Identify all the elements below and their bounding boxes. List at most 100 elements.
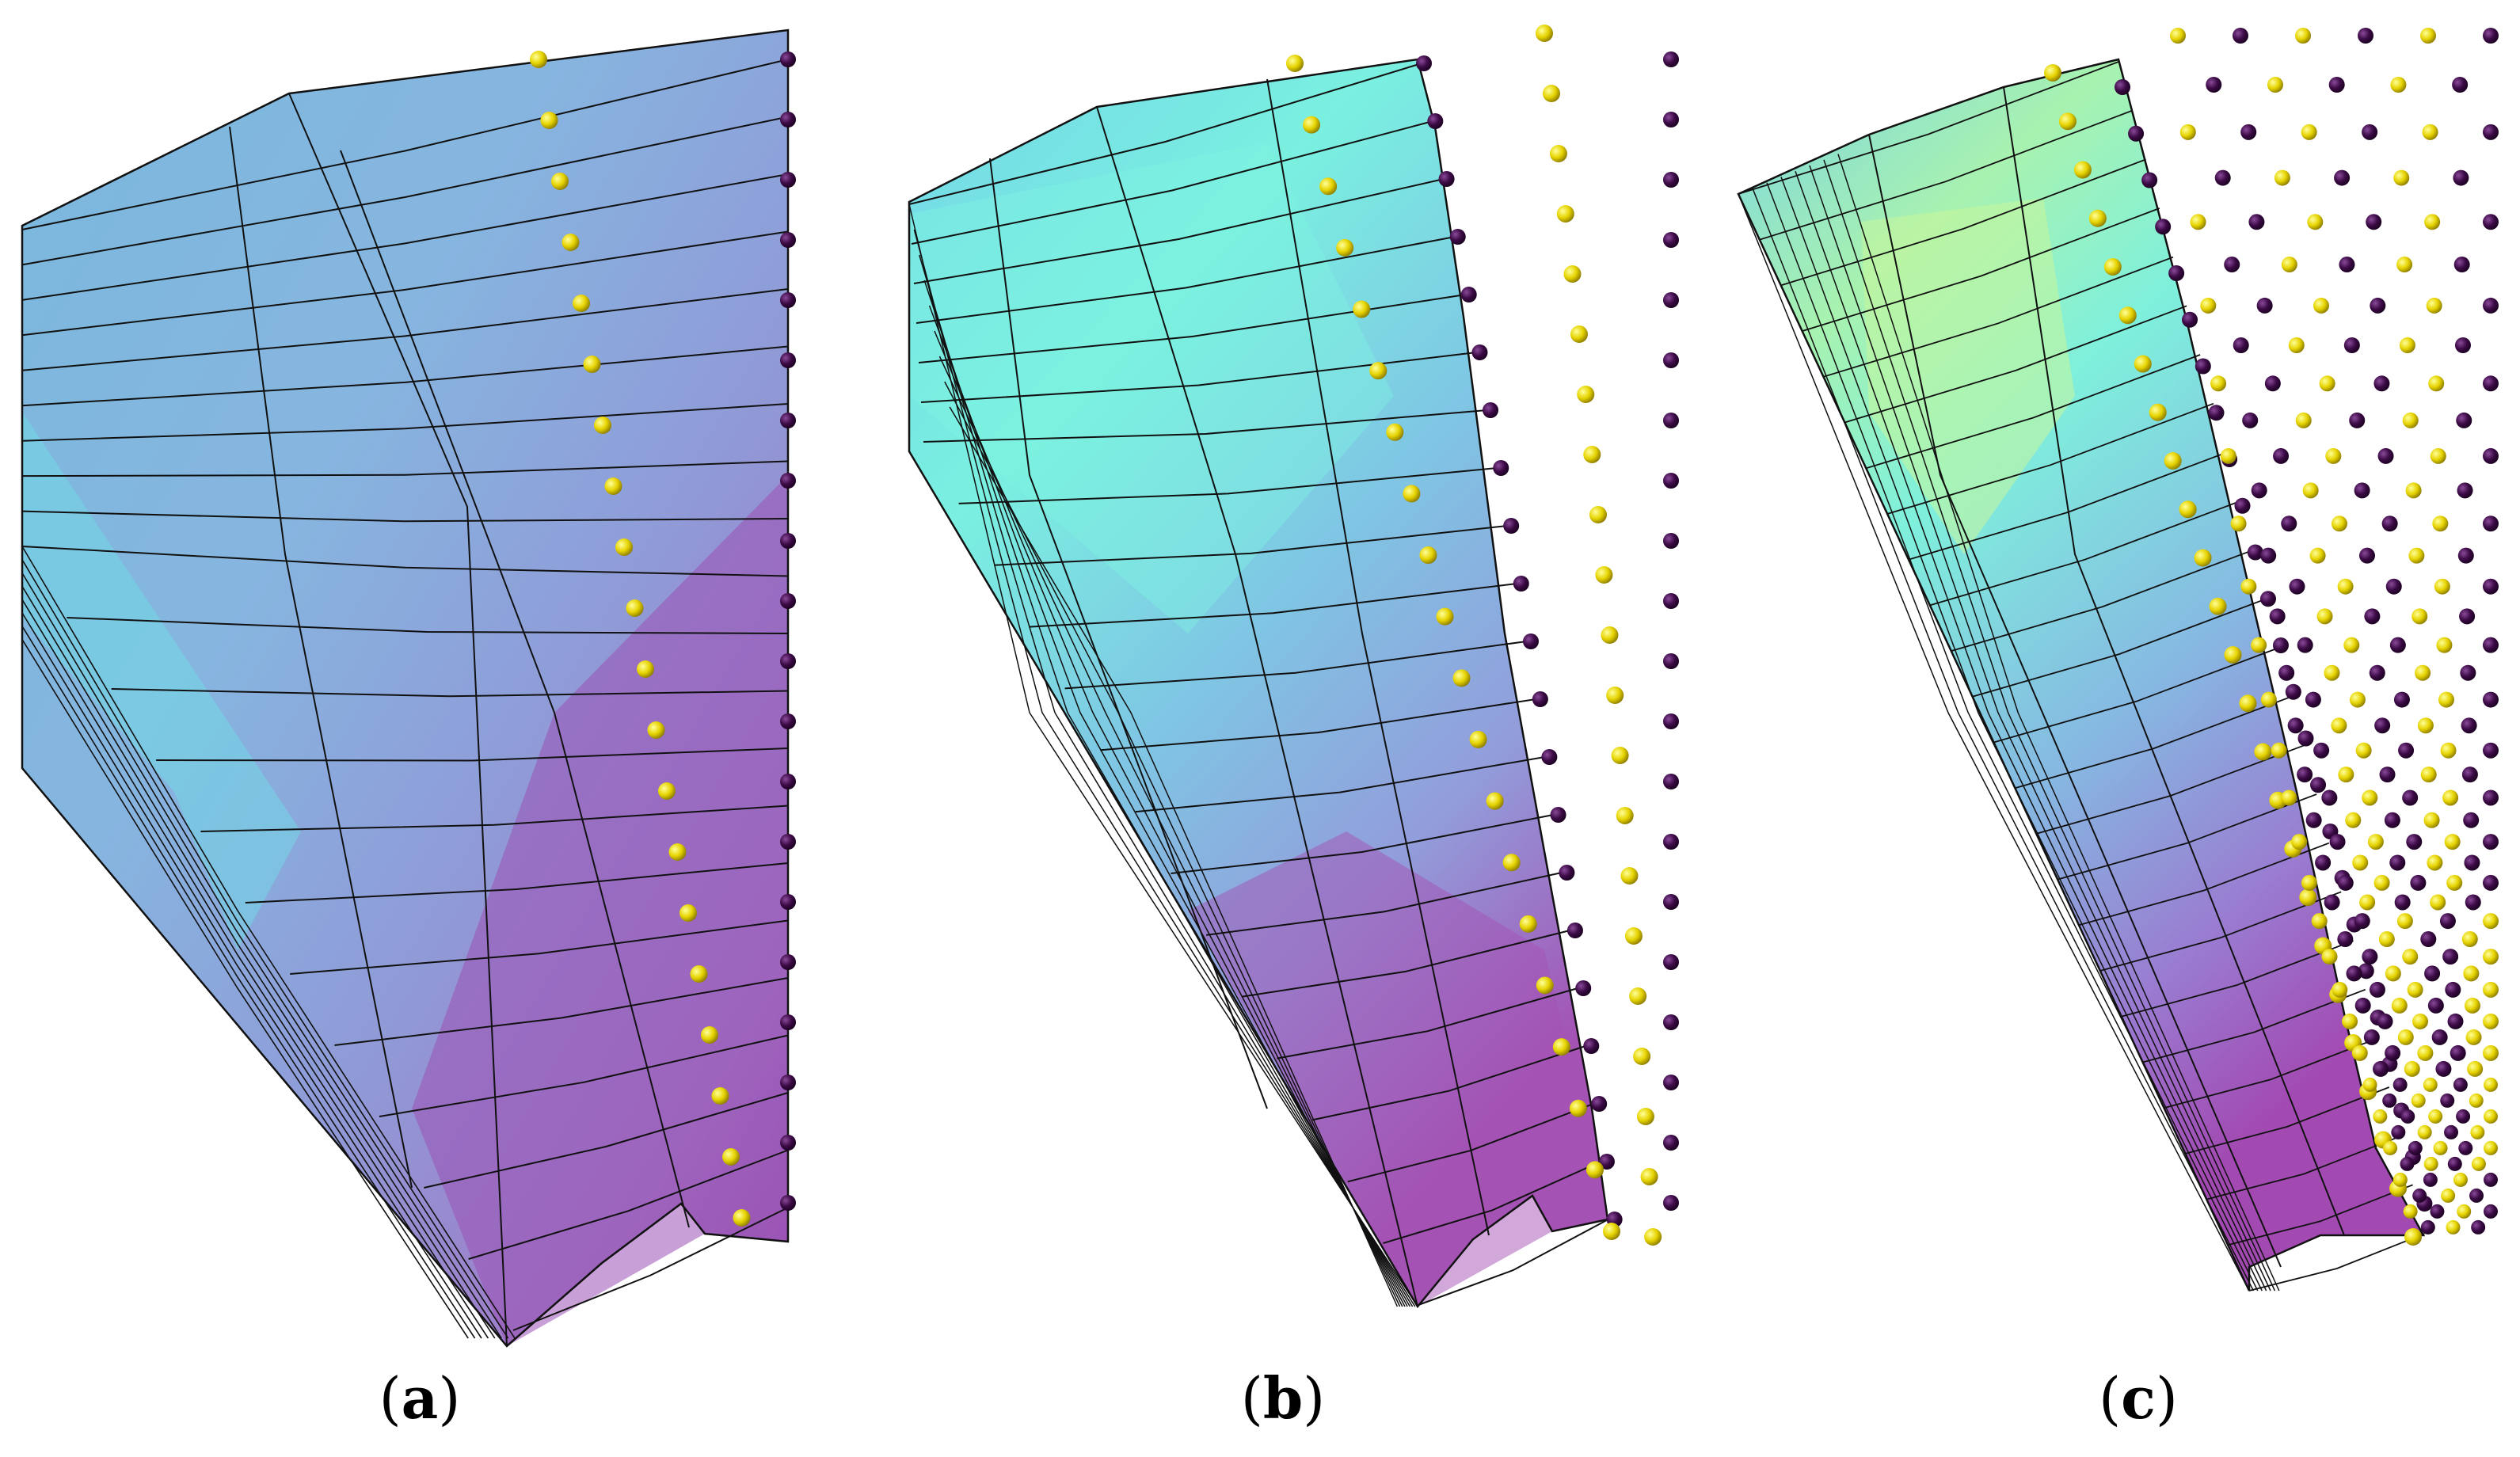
yellow-node bbox=[2430, 447, 2446, 464]
yellow-node bbox=[2423, 1156, 2438, 1171]
purple-node bbox=[2370, 297, 2386, 314]
mesh-band-line bbox=[1795, 170, 2267, 1292]
purple-node bbox=[2379, 767, 2396, 783]
mesh-line bbox=[2057, 793, 2317, 881]
yellow-node bbox=[2271, 742, 2287, 759]
yellow-node bbox=[2396, 257, 2413, 273]
purple-node bbox=[2483, 447, 2499, 464]
yellow-node bbox=[2417, 1044, 2434, 1061]
yellow-node bbox=[2295, 28, 2311, 44]
purple-node bbox=[780, 172, 796, 188]
purple-node bbox=[2400, 1156, 2415, 1171]
yellow-node bbox=[551, 173, 569, 190]
mesh-band-line bbox=[1823, 159, 2276, 1292]
yellow-node bbox=[2230, 515, 2247, 532]
purple-node bbox=[1513, 576, 1529, 592]
yellow-node bbox=[2469, 1093, 2484, 1108]
mesh-band-line bbox=[21, 546, 516, 1339]
purple-node bbox=[2471, 1219, 2486, 1234]
mesh-line bbox=[918, 294, 1466, 363]
mesh-line bbox=[468, 1149, 789, 1260]
panel-a-label-open: ( bbox=[379, 1365, 402, 1432]
yellow-node bbox=[2338, 767, 2354, 783]
yellow-node bbox=[2331, 515, 2347, 532]
yellow-node bbox=[2426, 297, 2442, 314]
yellow-node bbox=[2471, 1156, 2486, 1171]
yellow-node bbox=[2484, 1077, 2498, 1092]
purple-node bbox=[2398, 742, 2415, 759]
purple-node bbox=[1663, 1135, 1679, 1151]
yellow-node bbox=[2484, 1109, 2498, 1124]
mesh-line bbox=[1100, 698, 1536, 751]
purple-node bbox=[2354, 482, 2370, 499]
mesh-spoke bbox=[1266, 78, 1490, 1236]
purple-node bbox=[2447, 1156, 2462, 1171]
purple-node bbox=[2483, 578, 2499, 595]
yellow-node bbox=[2073, 161, 2092, 179]
purple-node bbox=[2452, 77, 2469, 93]
purple-node bbox=[2483, 375, 2499, 392]
purple-node bbox=[1663, 954, 1679, 970]
mesh-boundary bbox=[1737, 58, 2426, 1292]
yellow-node bbox=[2209, 597, 2227, 615]
yellow-node bbox=[2441, 1188, 2456, 1203]
mesh-line bbox=[21, 403, 789, 442]
purple-node bbox=[2260, 547, 2277, 564]
purple-node bbox=[1663, 894, 1679, 910]
purple-node bbox=[2412, 1188, 2427, 1203]
yellow-node bbox=[2430, 894, 2446, 911]
yellow-node bbox=[1336, 238, 1354, 257]
purple-node bbox=[780, 352, 796, 368]
purple-node bbox=[2463, 812, 2480, 828]
yellow-node bbox=[2390, 77, 2407, 93]
yellow-node bbox=[2239, 694, 2257, 713]
purple-node bbox=[2431, 1029, 2448, 1045]
purple-node bbox=[2461, 767, 2478, 783]
purple-node bbox=[2424, 965, 2441, 982]
purple-node bbox=[2358, 547, 2375, 564]
yellow-node bbox=[658, 782, 676, 800]
mesh-spoke bbox=[288, 93, 508, 1347]
mesh-line bbox=[2142, 988, 2366, 1063]
yellow-node bbox=[2316, 608, 2333, 625]
purple-node bbox=[1591, 1096, 1608, 1112]
yellow-node bbox=[1633, 1048, 1651, 1065]
purple-node bbox=[2285, 683, 2301, 700]
yellow-node bbox=[2149, 403, 2167, 421]
yellow-node bbox=[637, 660, 654, 678]
yellow-node bbox=[2403, 1204, 2418, 1219]
mesh-line bbox=[379, 1034, 789, 1117]
purple-node bbox=[2483, 28, 2499, 44]
yellow-node bbox=[2420, 767, 2437, 783]
mesh-line bbox=[111, 688, 789, 698]
mesh-line bbox=[334, 977, 789, 1046]
purple-node bbox=[2453, 169, 2469, 186]
purple-node bbox=[2435, 1060, 2452, 1077]
mesh-line bbox=[290, 919, 789, 975]
yellow-node bbox=[1620, 867, 1639, 884]
mesh-line bbox=[1951, 549, 2254, 652]
panel-a-mesh bbox=[21, 29, 796, 1348]
purple-node bbox=[1663, 172, 1679, 188]
mesh-band-line bbox=[21, 573, 502, 1339]
yellow-node bbox=[2170, 28, 2186, 44]
purple-node bbox=[2384, 812, 2400, 828]
yellow-node bbox=[2483, 981, 2499, 998]
purple-node bbox=[2358, 963, 2374, 980]
mesh-band-line bbox=[913, 229, 1416, 1307]
purple-node bbox=[2362, 949, 2378, 965]
yellow-node bbox=[2301, 124, 2317, 140]
purple-node bbox=[2410, 874, 2427, 891]
mesh-line bbox=[1277, 987, 1578, 1059]
purple-node bbox=[2458, 1140, 2473, 1155]
yellow-node bbox=[2483, 949, 2499, 965]
panel-a-label-letter: a bbox=[401, 1364, 439, 1432]
yellow-node bbox=[1386, 423, 1404, 441]
yellow-node bbox=[2349, 691, 2366, 708]
purple-node bbox=[2259, 591, 2276, 607]
purple-node bbox=[2393, 691, 2410, 708]
yellow-node bbox=[2440, 742, 2457, 759]
purple-node bbox=[1427, 113, 1444, 129]
mesh-spoke bbox=[229, 126, 413, 1189]
purple-node bbox=[2337, 931, 2354, 948]
